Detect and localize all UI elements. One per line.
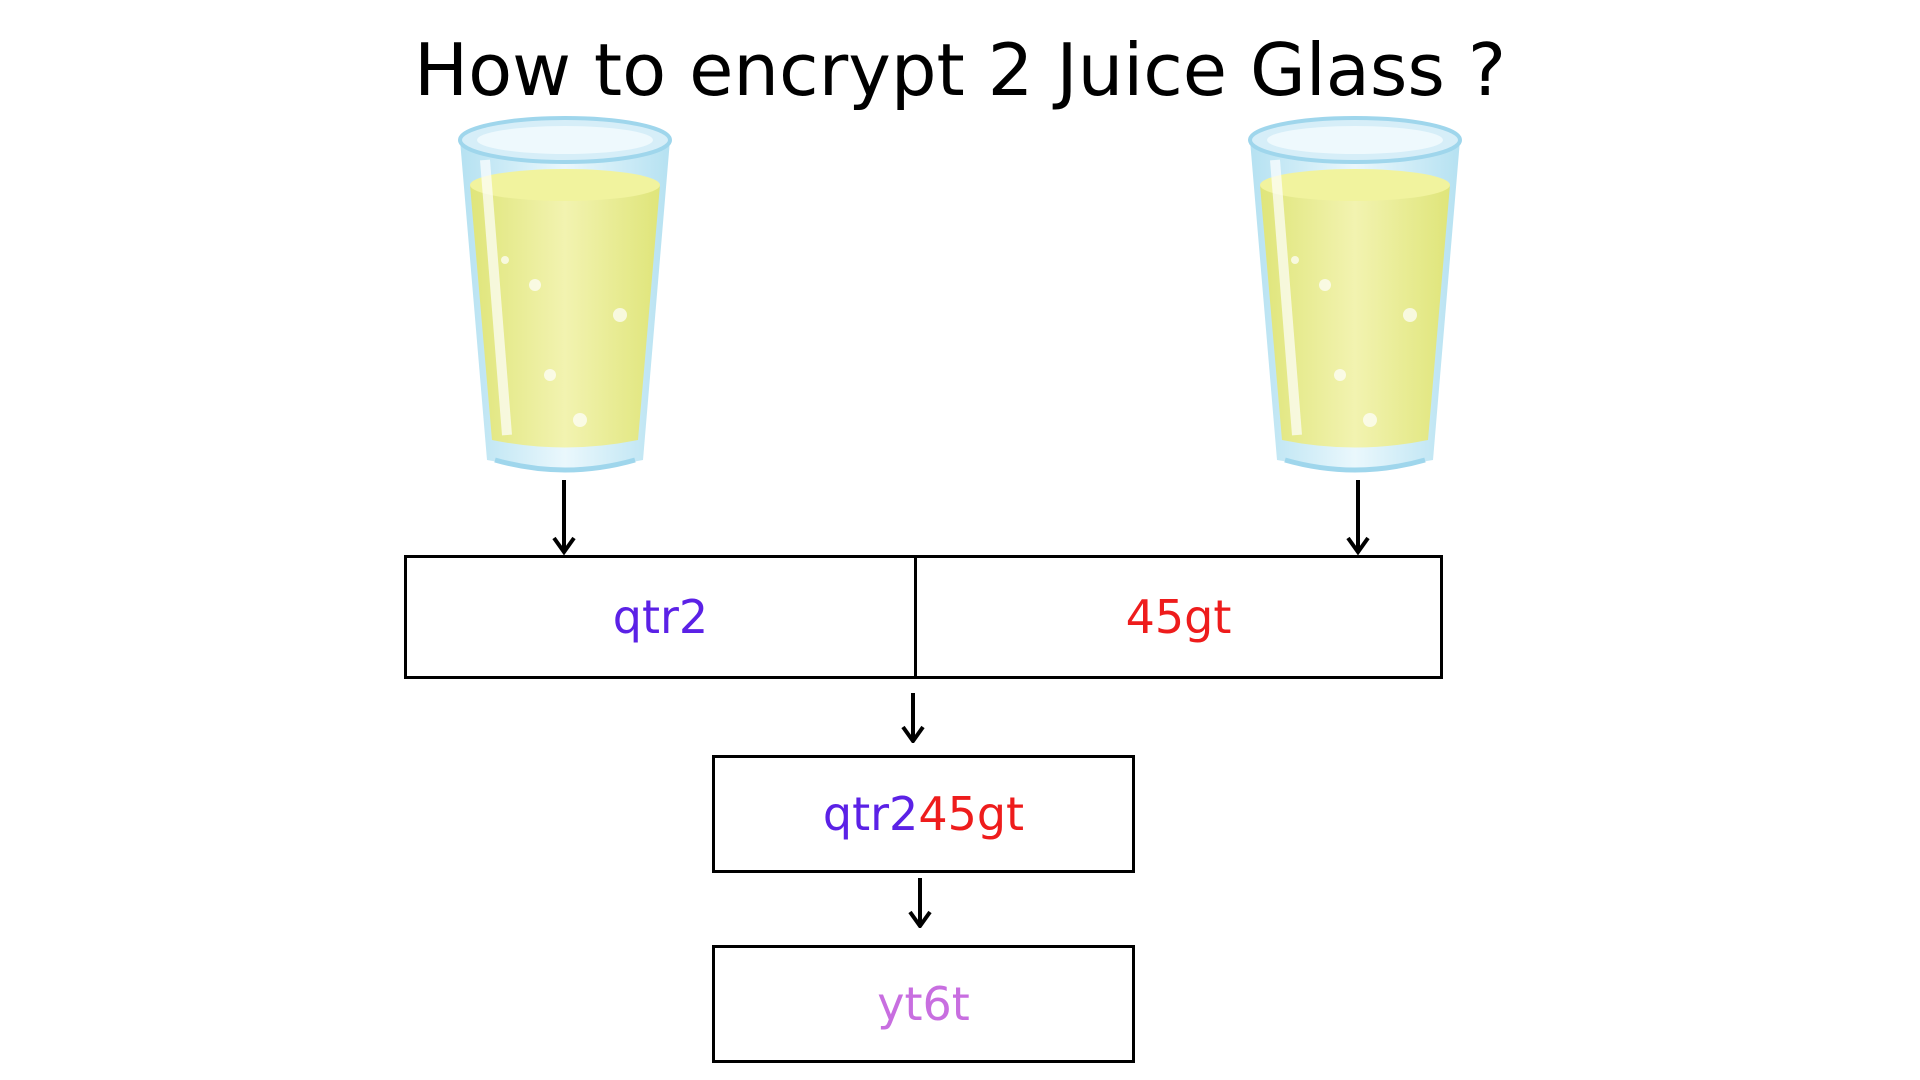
right-juice-glass-icon (1245, 115, 1465, 475)
arrow-down-icon (1343, 480, 1373, 555)
combined-part1-text: qtr2 (822, 787, 919, 841)
arrow-down-icon (898, 693, 928, 743)
left-juice-glass-icon (455, 115, 675, 475)
arrow-down-icon (905, 878, 935, 928)
juice-glass-icon (1248, 116, 1462, 473)
left-key-cell: qtr2 (407, 558, 917, 676)
left-key-text: qtr2 (612, 590, 709, 644)
result-hash-box: yt6t (712, 945, 1135, 1063)
combined-part2-text: 45gt (918, 787, 1025, 841)
split-key-box: qtr2 45gt (404, 555, 1443, 679)
page-title: How to encrypt 2 Juice Glass ? (413, 28, 1507, 112)
arrow-down-icon (549, 480, 579, 555)
right-key-cell: 45gt (917, 558, 1440, 676)
juice-glass-icon (458, 116, 672, 473)
result-hash-text: yt6t (877, 977, 970, 1031)
right-key-text: 45gt (1125, 590, 1232, 644)
